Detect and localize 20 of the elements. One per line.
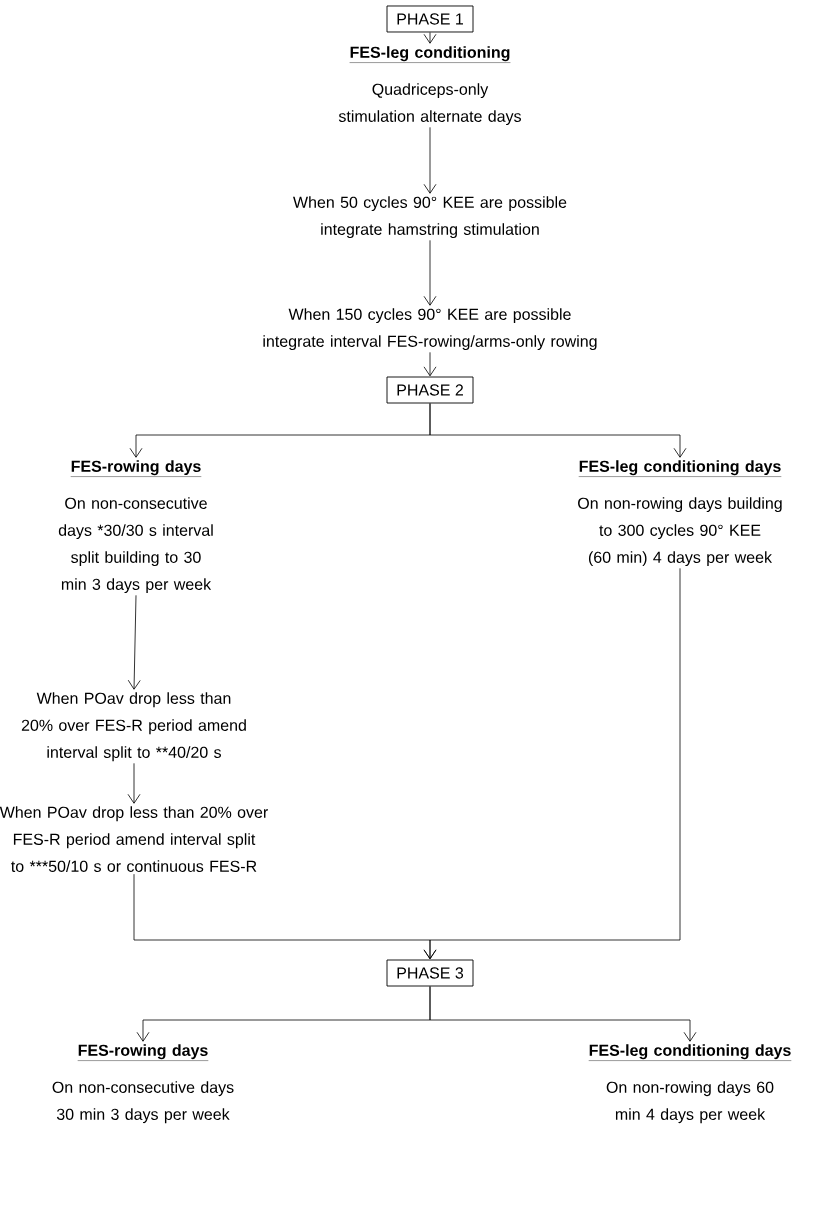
arrow — [423, 567, 681, 960]
arrow — [423, 351, 437, 377]
text-block: FES-rowing days On non-consecutive days *30/30 s interval split building to 30 min 3 days per week — [58, 460, 213, 594]
phase-box: PHASE 1 — [386, 5, 474, 33]
step-text: When 50 cycles 90° KEE are possible integrate hamstring stimulation — [293, 196, 567, 239]
phase-box: PHASE 2 — [386, 376, 474, 404]
arrow — [429, 403, 687, 458]
text-block: FES-leg conditioning days On non-rowing days 60 min 4 days per week — [588, 1044, 792, 1124]
arrow — [429, 986, 697, 1042]
arrow — [127, 594, 141, 690]
text-block: FES-leg conditioning Quadriceps-only stimulation alternate days — [338, 46, 521, 126]
arrow — [423, 239, 437, 306]
arrow — [127, 762, 141, 804]
phase-box: PHASE 3 — [386, 959, 474, 987]
text-block: FES-leg conditioning days On non-rowing days building to 300 cycles 90° KEE (60 min) 4 days per week — [578, 460, 782, 567]
text-block: FES-rowing days On non-consecutive days 30 min 3 days per week — [52, 1044, 234, 1124]
arrow — [423, 126, 437, 194]
step-text: When 150 cycles 90° KEE are possible integrate interval FES-rowing/arms-only rowing — [263, 308, 597, 351]
step-text: When POav drop less than 20% over FES-R period amend interval split to **40/20 s — [21, 692, 246, 762]
step-text: When POav drop less than 20% over FES-R period amend interval split to ***50/10 s or continuous FES-R — [0, 806, 268, 872]
